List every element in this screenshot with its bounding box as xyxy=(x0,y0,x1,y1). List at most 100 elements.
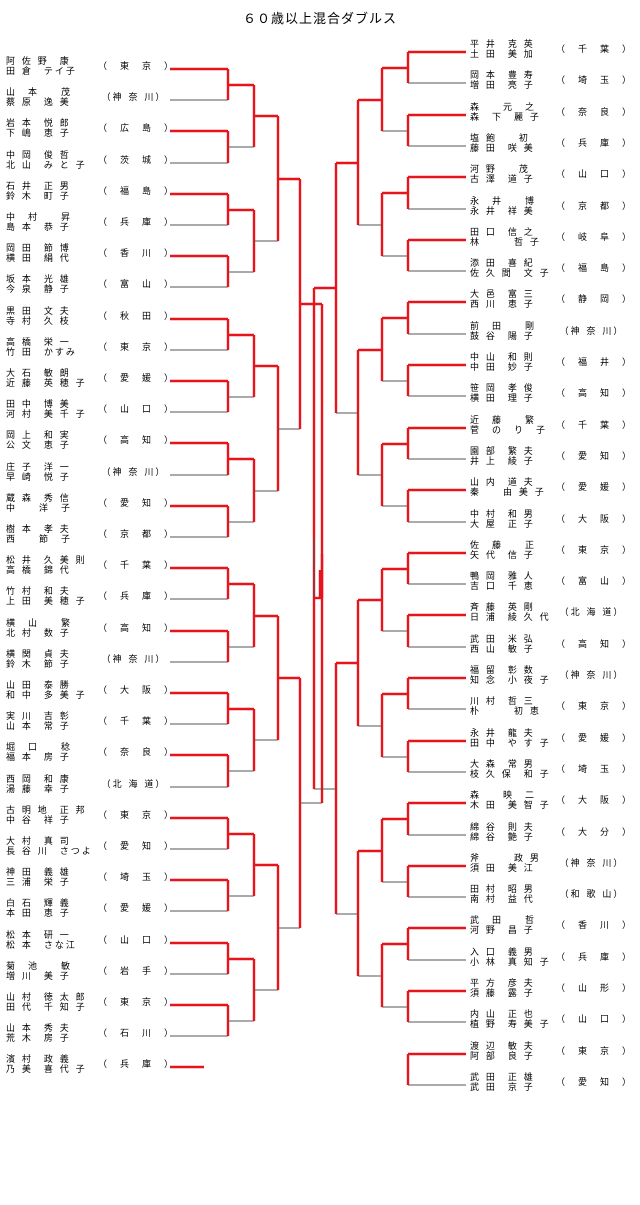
prefecture: （神 奈 川） xyxy=(559,671,625,681)
left-entry: 庄 子 洋 一早 崎 悦 子（神 奈 川） xyxy=(6,463,166,485)
player-name: 森 元 之 xyxy=(470,103,537,113)
player-name: 園 部 繁 夫 xyxy=(470,447,535,457)
right-entry: 田 口 信 之林 哲 子（ 岐 阜 ） xyxy=(470,228,636,250)
prefecture: （ 富 山 ） xyxy=(556,577,634,587)
right-entry: 添 田 喜 紀佐 久 間 文 子（ 福 島 ） xyxy=(470,259,636,281)
player-name: 荒 木 房 子 xyxy=(6,1034,71,1044)
prefecture: （ 東 京 ） xyxy=(556,1047,634,1057)
player-name: 乃 美 喜 代 子 xyxy=(6,1065,87,1075)
prefecture: （ 東 京 ） xyxy=(98,811,176,821)
player-name: 北 村 数 子 xyxy=(6,629,71,639)
left-entry: 横 関 貞 夫鈴 木 節 子（神 奈 川） xyxy=(6,650,166,672)
prefecture: （ 愛 知 ） xyxy=(98,499,176,509)
right-entry: 川 村 哲 三朴 初 恵（ 東 京 ） xyxy=(470,697,636,719)
left-entry: 岩 本 悦 郎下 嶋 恵 子 （ 広 島 ） xyxy=(6,119,173,141)
prefecture: （ 富 山 ） xyxy=(98,280,176,290)
right-entry: 森 映 二木 田 美 智 子（ 大 阪 ） xyxy=(470,791,636,813)
player-name: 平 方 彦 夫 xyxy=(470,979,535,989)
player-name: 竹 田 かすみ xyxy=(6,348,77,358)
player-name: 古 澤 道 子 xyxy=(470,175,535,185)
prefecture: （ 秋 田 ） xyxy=(98,312,176,322)
player-name: 佐 久 間 文 子 xyxy=(470,269,551,279)
prefecture: （ 山 口 ） xyxy=(556,1015,634,1025)
prefecture: （ 静 岡 ） xyxy=(556,295,634,305)
player-name: 松 本 研 一 xyxy=(6,931,71,941)
left-entry: 岡 上 和 実公 文 恵 子（ 高 知 ） xyxy=(6,431,173,453)
player-name: 下 嶋 恵 子 xyxy=(6,129,71,139)
player-name: 坂 本 光 雄 xyxy=(6,275,71,285)
player-name: 松 井 久 美 則 xyxy=(6,556,87,566)
right-entry: 永 井 博永 井 祥 美（ 京 都 ） xyxy=(470,197,636,219)
left-entry: 阿 佐 野 康田 倉 テイ子 （ 東 京 ） xyxy=(6,57,173,79)
player-name: 黒 田 文 夫 xyxy=(6,307,71,317)
prefecture: （ 山 口 ） xyxy=(98,405,176,415)
player-name: 田 倉 テイ子 xyxy=(6,67,77,77)
player-name: 山 本 茂 xyxy=(6,88,73,98)
right-entry: 福 留 彰 数知 念 小 夜 子（神 奈 川） xyxy=(470,666,636,688)
player-name: 中 山 和 則 xyxy=(470,353,535,363)
player-name: 本 田 恵 子 xyxy=(6,909,71,919)
player-name: 南 村 益 代 xyxy=(470,895,535,905)
player-name: 斧 政 男 xyxy=(470,854,541,864)
player-name: 森 映 二 xyxy=(470,791,537,801)
player-name: 渡 辺 敏 夫 xyxy=(470,1042,535,1052)
prefecture: （ 千 葉 ） xyxy=(556,421,634,431)
prefecture: （ 福 島 ） xyxy=(98,187,176,197)
player-name: 土 田 美 加 xyxy=(470,50,535,60)
right-entry: 内 山 正 也植 野 寿 美 子（ 山 口 ） xyxy=(470,1010,636,1032)
player-name: 実 川 吉 彰 xyxy=(6,712,71,722)
right-entry: 平 井 克 英土 田 美 加（ 千 葉 ） xyxy=(470,40,636,62)
left-entry: 坂 本 光 雄今 泉 静 子（ 富 山 ） xyxy=(6,275,173,297)
right-entry: 前 田 剛鼓 谷 陽 子（神 奈 川） xyxy=(470,322,636,344)
player-name: 吉 口 千 恵 xyxy=(470,582,535,592)
right-entry: 塩 飽 初藤 田 咲 美（ 兵 庫 ） xyxy=(470,134,636,156)
right-entry: 中 村 和 男大 屋 正 子（ 大 阪 ） xyxy=(470,510,636,532)
player-name: 高 橋 栄 一 xyxy=(6,338,71,348)
player-name: 北 山 み と 子 xyxy=(6,161,87,171)
player-name: 山 本 秀 夫 xyxy=(6,1024,71,1034)
right-entry: 武 田 米 弘西 山 敏 子（ 高 知 ） xyxy=(470,635,636,657)
player-name: 永 井 祥 美 xyxy=(470,207,535,217)
left-entry: 濱 村 政 義乃 美 喜 代 子（ 兵 庫 ） xyxy=(6,1055,173,1077)
player-name: 公 文 恵 子 xyxy=(6,441,71,451)
player-name: 西 山 敏 子 xyxy=(470,645,535,655)
prefecture: （ 愛 媛 ） xyxy=(98,904,176,914)
left-entry: 菊 池 敏増 川 美 子（ 岩 手 ） xyxy=(6,962,173,984)
player-name: 小 林 真 知 子 xyxy=(470,958,551,968)
player-name: 田 村 昭 男 xyxy=(470,885,535,895)
right-entry: 平 方 彦 夫須 藤 露 子（ 山 形 ） xyxy=(470,979,636,1001)
prefecture: （ 東 京 ） xyxy=(98,998,176,1008)
right-entry: 斧 政 男須 田 美 江（神 奈 川） xyxy=(470,854,636,876)
player-name: 大 邑 富 三 xyxy=(470,290,535,300)
prefecture: （ 愛 知 ） xyxy=(98,842,176,852)
prefecture: （ 福 島 ） xyxy=(556,264,634,274)
prefecture: （ 山 口 ） xyxy=(98,936,176,946)
prefecture: （ 京 都 ） xyxy=(98,530,176,540)
right-entry: 武 田 正 雄武 田 京 子（ 愛 知 ） xyxy=(470,1073,636,1095)
right-entry: 園 部 繁 夫井 上 綾 子（ 愛 知 ） xyxy=(470,447,636,469)
player-name: 岩 本 悦 郎 xyxy=(6,119,71,129)
prefecture: （ 香 川 ） xyxy=(556,921,634,931)
left-entry: 山 本 秀 夫荒 木 房 子（ 石 川 ） xyxy=(6,1024,173,1046)
right-entry: 笹 岡 孝 俊横 田 理 子（ 高 知 ） xyxy=(470,384,636,406)
prefecture: （ 高 知 ） xyxy=(98,624,176,634)
left-entry: 高 橋 栄 一竹 田 かすみ（ 東 京 ） xyxy=(6,338,173,360)
prefecture: （ 兵 庫 ） xyxy=(556,953,634,963)
prefecture: （ 大 分 ） xyxy=(556,828,634,838)
prefecture: （ 東 京 ） xyxy=(98,62,176,72)
right-entry: 綿 谷 則 夫綿 谷 艶 子（ 大 分 ） xyxy=(470,823,636,845)
player-name: 樹 本 孝 夫 xyxy=(6,525,71,535)
prefecture: （北 海 道） xyxy=(559,608,625,618)
player-name: 阿 佐 野 康 xyxy=(6,57,71,67)
prefecture: （北 海 道） xyxy=(101,780,167,790)
prefecture: （ 広 島 ） xyxy=(98,124,176,134)
player-name: 内 山 正 也 xyxy=(470,1010,535,1020)
right-entry: 鴨 岡 雅 人吉 口 千 恵（ 富 山 ） xyxy=(470,572,636,594)
left-entry: 中 村 昇島 本 恭 子（ 兵 庫 ） xyxy=(6,213,173,235)
prefecture: （和 歌 山） xyxy=(559,890,625,900)
left-entry: 実 川 吉 彰山 本 常 子（ 千 葉 ） xyxy=(6,712,173,734)
player-name: 横 田 理 子 xyxy=(470,394,535,404)
player-name: 竹 村 和 夫 xyxy=(6,587,71,597)
player-name: 西 節 子 xyxy=(6,535,73,545)
